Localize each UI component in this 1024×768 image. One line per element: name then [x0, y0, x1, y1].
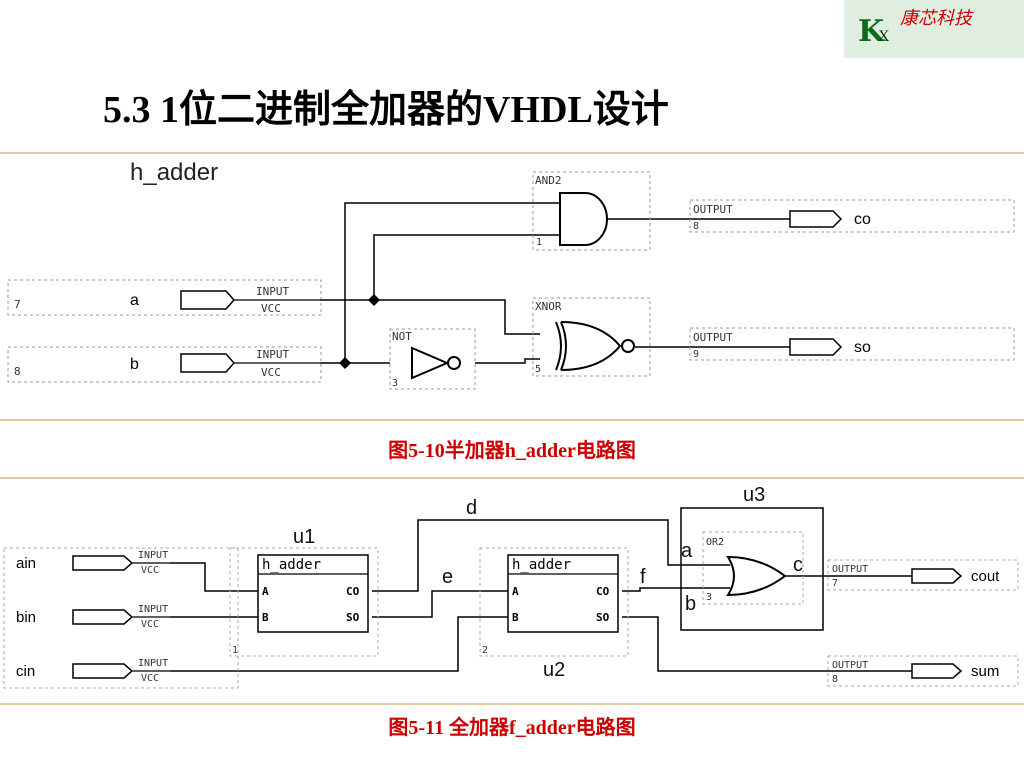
output-co-frame [689, 199, 1015, 233]
block-u1-pin-b: B [262, 611, 269, 624]
output-co-type: OUTPUT [693, 203, 733, 216]
output-sum-pin: 8 [832, 674, 838, 685]
input-bin: bin INPUT VCC [16, 604, 170, 630]
block-u1 [257, 554, 369, 633]
net-f: f [640, 566, 646, 588]
input-ain: ain INPUT VCC [16, 550, 170, 576]
input-a-symbol [180, 290, 236, 310]
input-b-default: VCC [261, 366, 281, 379]
input-a-name: a [130, 292, 139, 309]
output-co-name: co [854, 211, 871, 228]
and-gate [559, 192, 608, 246]
not-gate [411, 346, 461, 380]
input-b-symbol [180, 353, 236, 373]
output-co-symbol [789, 210, 843, 228]
input-a-default: VCC [261, 302, 281, 315]
output-cout: OUTPUT 7 cout [827, 559, 1019, 591]
input-b-pin: 8 [14, 365, 21, 378]
or-gate-out: c [793, 554, 803, 576]
output-sum-type: OUTPUT [832, 660, 868, 671]
net-e: e [442, 566, 453, 588]
and-gate-inst: 1 [536, 237, 542, 248]
block-u1-type: h_adder [262, 557, 321, 573]
output-sum-name: sum [971, 663, 999, 680]
block-u2-pin-co: CO [596, 585, 610, 598]
output-sum: OUTPUT 8 sum [827, 655, 1019, 687]
output-so-pin: 9 [693, 349, 699, 360]
not-gate-type: NOT [392, 330, 412, 343]
full-adder-schematic: d e f ain INPUT VCC bin INPUT VCC cin IN… [0, 477, 1024, 705]
output-so-type: OUTPUT [693, 331, 733, 344]
half-adder-wires [320, 202, 790, 364]
output-so-frame [689, 327, 1015, 361]
block-u2 [507, 554, 619, 633]
or-gate-in1: a [681, 540, 693, 562]
output-so-symbol [789, 338, 843, 356]
input-b-frame [7, 346, 322, 383]
logo-brand: 康芯科技 [900, 8, 972, 28]
block-u2-pin-so: SO [596, 611, 610, 624]
output-so-name: so [854, 339, 871, 356]
junction [368, 294, 380, 306]
block-u1-pin-co: CO [346, 585, 360, 598]
figure-1-caption: 图5-10半加器h_adder电路图 [388, 440, 636, 462]
input-bin-default: VCC [141, 619, 159, 630]
block-u3-label: u3 [743, 484, 765, 506]
page-title: 5.3 1位二进制全加器的VHDL设计 [103, 89, 669, 131]
xnor-gate [555, 321, 635, 371]
input-ain-name: ain [16, 555, 36, 572]
logo: K X 康芯科技 [844, 0, 1024, 58]
output-cout-name: cout [971, 568, 1000, 585]
input-ain-default: VCC [141, 565, 159, 576]
logo-sub: X [878, 28, 890, 45]
input-ain-type: INPUT [138, 550, 168, 561]
schematic-title: h_adder [130, 159, 218, 186]
half-adder-schematic: h_adder 7 a INPUT VCC 8 b INPUT VCC AND2… [0, 152, 1024, 421]
xnor-gate-type: XNOR [535, 300, 562, 313]
or-gate [726, 555, 787, 597]
block-u2-label: u2 [543, 659, 565, 681]
output-cout-type: OUTPUT [832, 564, 868, 575]
figure-2-caption: 图5-11 全加器f_adder电路图 [388, 717, 636, 739]
input-a-frame [7, 279, 322, 316]
or-gate-inst: 3 [706, 592, 712, 603]
block-u2-pin-a: A [512, 585, 519, 598]
net-d: d [466, 497, 477, 519]
block-u1-label: u1 [293, 526, 315, 548]
logo-letter: K [858, 14, 885, 49]
input-cin-type: INPUT [138, 658, 168, 669]
block-u1-pin-so: SO [346, 611, 360, 624]
not-gate-inst: 3 [392, 378, 398, 389]
block-u3 [680, 507, 824, 631]
input-cin-name: cin [16, 663, 35, 680]
or-gate-in2: b [685, 593, 696, 615]
junction [339, 357, 351, 369]
full-adder-wires [170, 519, 912, 672]
and-gate-type: AND2 [535, 174, 562, 187]
input-cin: cin INPUT VCC [16, 658, 170, 684]
output-cout-pin: 7 [832, 578, 838, 589]
input-bin-type: INPUT [138, 604, 168, 615]
input-b-type: INPUT [256, 348, 289, 361]
output-co-pin: 8 [693, 221, 699, 232]
input-bin-name: bin [16, 609, 36, 626]
block-u2-pin-b: B [512, 611, 519, 624]
block-u2-inst: 2 [482, 645, 488, 656]
or-gate-type: OR2 [706, 537, 724, 548]
input-cin-default: VCC [141, 673, 159, 684]
input-a-type: INPUT [256, 285, 289, 298]
input-b-name: b [130, 356, 139, 373]
block-u1-inst: 1 [232, 645, 238, 656]
xnor-gate-inst: 5 [535, 364, 541, 375]
block-u2-type: h_adder [512, 557, 571, 573]
input-a-pin: 7 [14, 298, 21, 311]
block-u1-pin-a: A [262, 585, 269, 598]
